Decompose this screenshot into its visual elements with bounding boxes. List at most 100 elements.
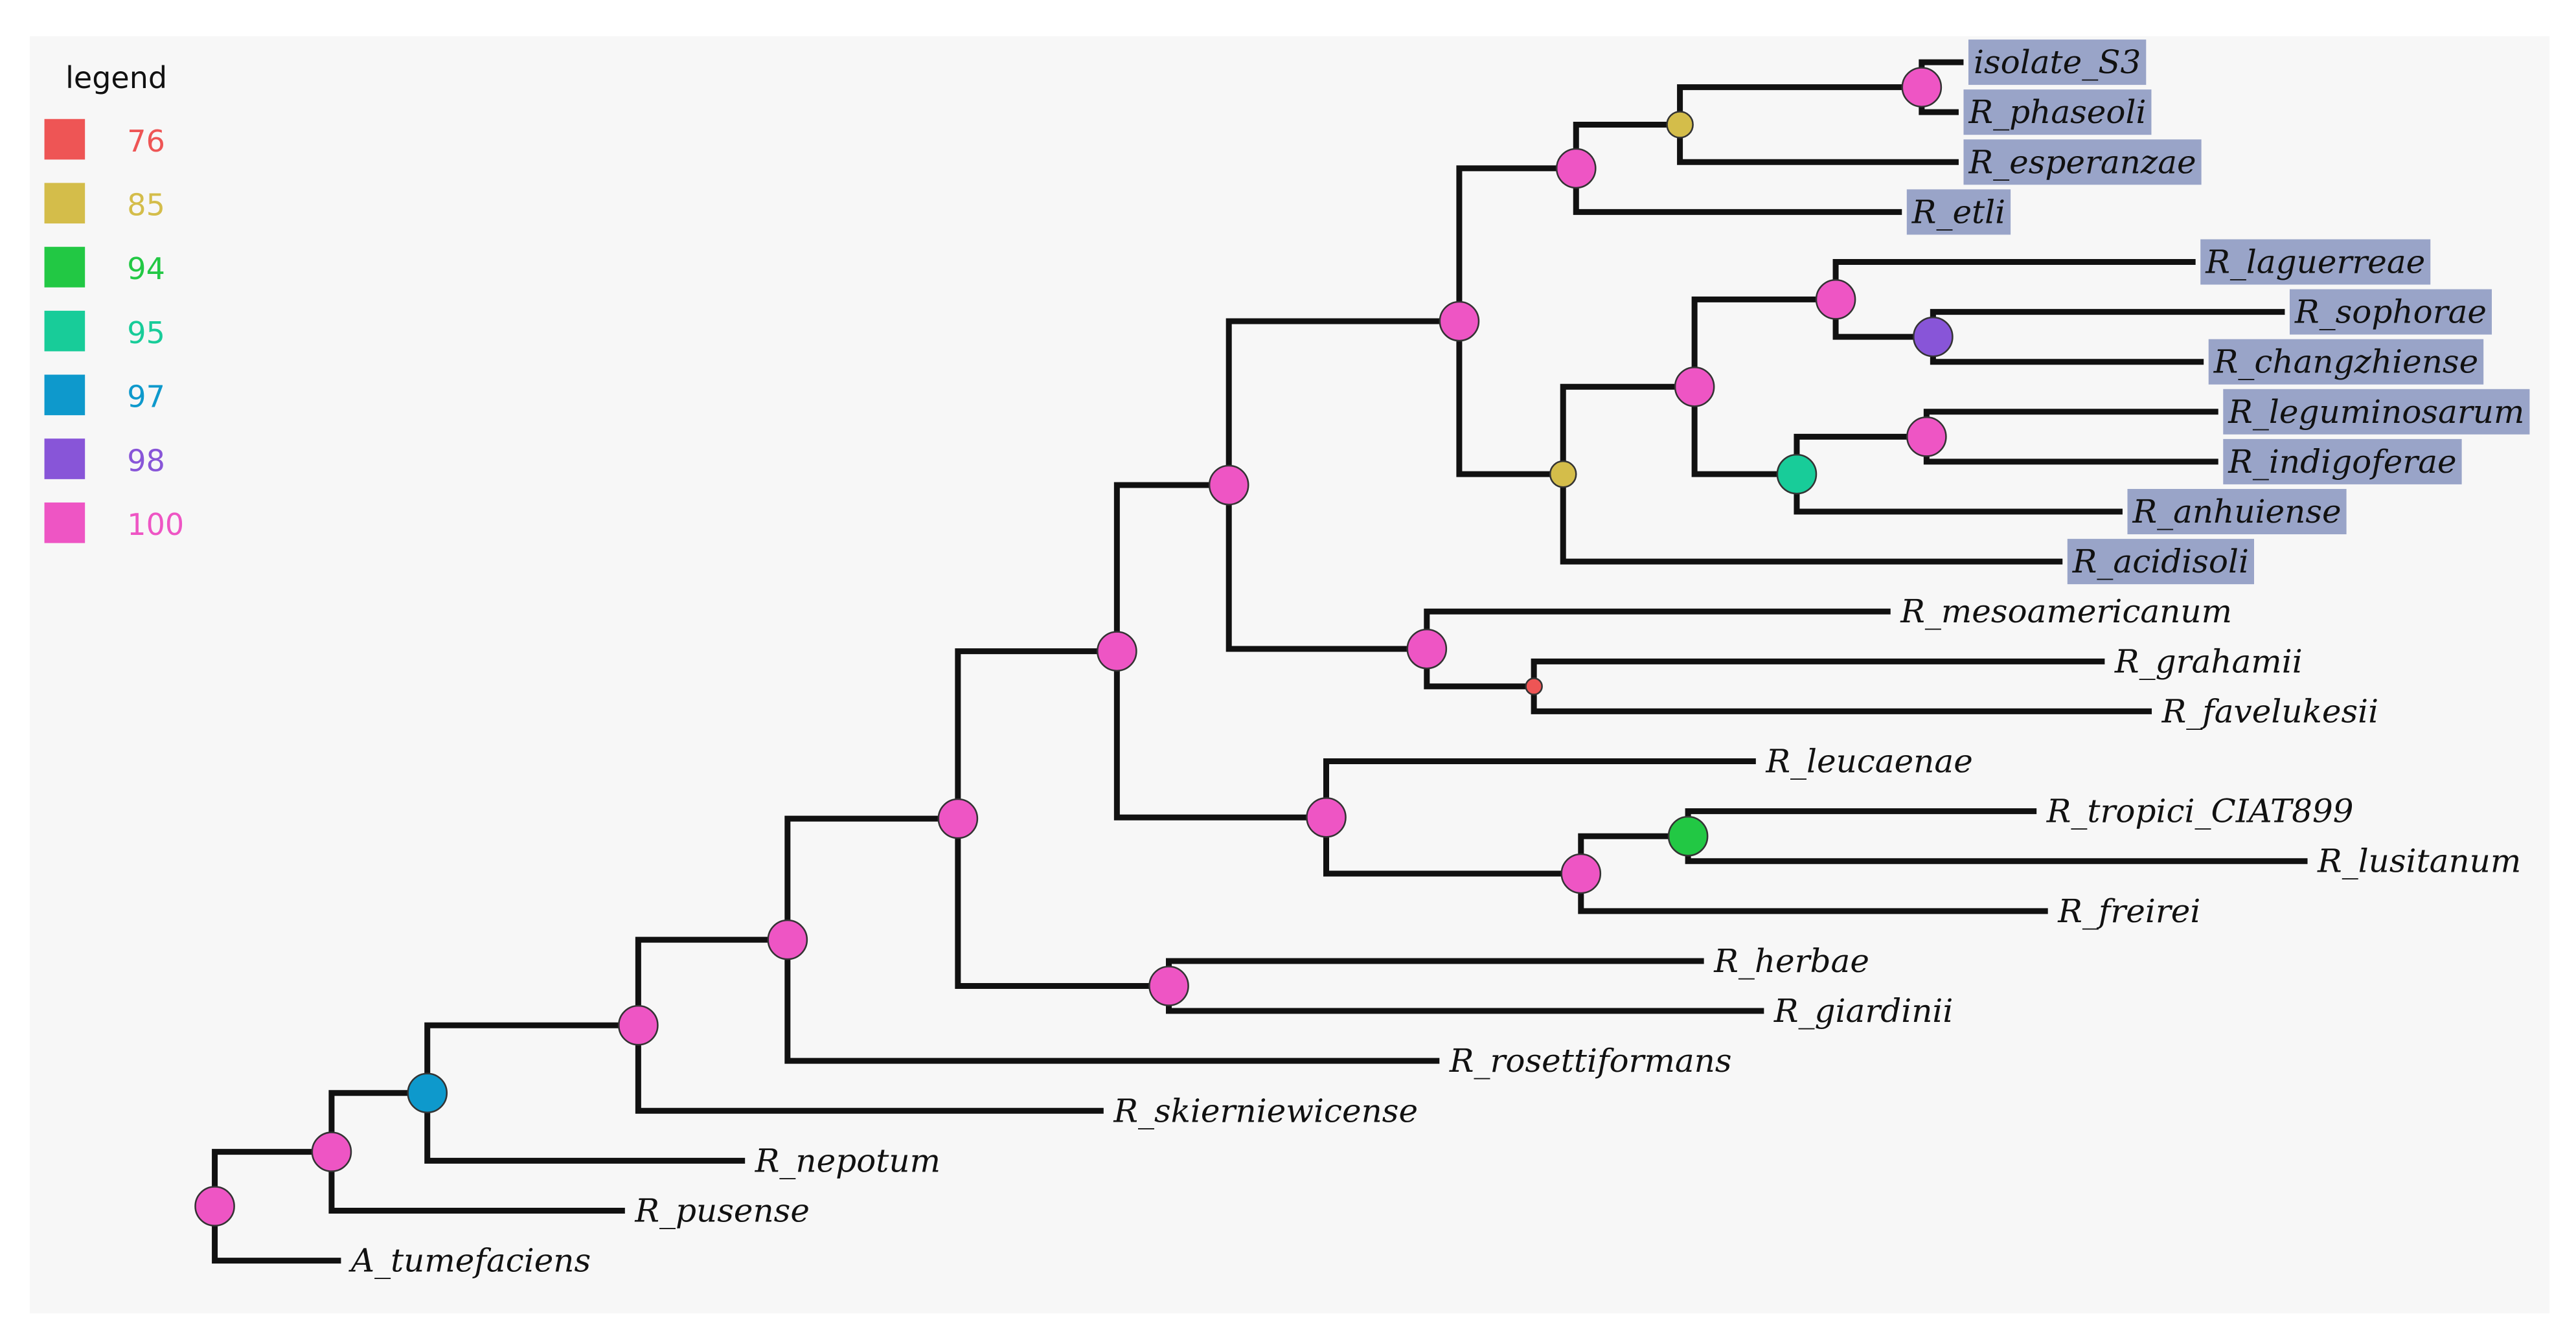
leaf-highlight: [2067, 539, 2254, 585]
tree-branch: [955, 648, 1120, 822]
leaf-label-group: R_etli: [1906, 189, 2011, 235]
support-node: [1555, 148, 1597, 189]
leaf-label-group: R_rosettiformans: [1449, 1042, 1732, 1080]
tree-branch: [1531, 658, 2105, 690]
leaf-label-group: R_leucaenae: [1765, 743, 1972, 780]
legend-swatch: [44, 183, 85, 224]
leaf-label: R_lusitanum: [2317, 843, 2521, 880]
leaf-highlight: [2200, 239, 2431, 285]
support-node: [618, 1004, 659, 1046]
leaf-label-group: R_acidisoli: [2067, 539, 2254, 585]
leaf-highlight: [2223, 438, 2462, 484]
support-node: [1667, 815, 1709, 857]
leaf-label: R_nepotum: [755, 1142, 940, 1179]
leaf-label-group: R_anhuiense: [2127, 489, 2347, 535]
tree-branch: [955, 815, 1172, 989]
leaf-highlight: [1968, 40, 2147, 85]
support-node: [1148, 966, 1189, 1006]
leaf-highlight: [2127, 489, 2347, 535]
leaf-highlight: [1906, 189, 2011, 235]
legend-swatch: [44, 374, 85, 416]
leaf-label: R_pusense: [634, 1192, 810, 1229]
tree-branch: [1832, 258, 2196, 302]
support-node: [1097, 631, 1137, 672]
support-node: [1549, 460, 1577, 488]
support-node: [1525, 677, 1543, 696]
support-node: [1913, 316, 1954, 357]
tree-branch: [1930, 334, 2204, 365]
tree-branch: [424, 1022, 641, 1096]
tree-branch: [1923, 433, 2218, 465]
leaf-label-group: R_indigoferae: [2223, 438, 2462, 484]
legend-label: 97: [127, 379, 165, 414]
leaf-label: R_leguminosarum: [2228, 393, 2524, 431]
tree-branch: [635, 1022, 1104, 1114]
leaf-highlight: [2223, 389, 2530, 435]
support-node: [1406, 628, 1448, 670]
leaf-label-group: A_tumefaciens: [348, 1242, 591, 1280]
legend-swatch: [44, 119, 85, 160]
tree-branch: [1685, 833, 2308, 865]
leaf-labels: isolate_S3R_phaseoliR_esperanzaeR_etliR_…: [348, 40, 2530, 1280]
tree-branch: [784, 815, 961, 943]
leaf-label: A_tumefaciens: [348, 1242, 591, 1280]
tree-edges: [196, 59, 2308, 1264]
leaf-label: R_esperanzae: [1968, 143, 2196, 181]
support-node: [1306, 797, 1347, 838]
tree-branch: [1323, 814, 1584, 877]
leaf-highlight: [2289, 289, 2492, 335]
legend-label: 100: [127, 507, 184, 542]
tree-branch: [1166, 983, 1764, 1014]
leaf-label: R_rosettiformans: [1449, 1042, 1732, 1080]
leaf-label: R_indigoferae: [2228, 443, 2456, 481]
tree-branch: [1677, 121, 1959, 165]
legend-label: 76: [127, 124, 165, 159]
tree-branch: [1923, 409, 2218, 440]
tree-branch: [1113, 482, 1232, 655]
leaf-label-group: R_laguerreae: [2200, 239, 2431, 285]
leaf-label: R_tropici_CIAT899: [2046, 793, 2354, 830]
tree-branch: [1691, 296, 1839, 390]
leaf-label: R_giardinii: [1773, 992, 1954, 1030]
leaf-label-group: R_skierniewicense: [1113, 1092, 1418, 1129]
leaf-label: R_grahamii: [2114, 642, 2303, 680]
legend-title: legend: [65, 60, 167, 95]
tree-branch: [1578, 870, 2048, 914]
leaf-label: R_favelukesii: [2161, 692, 2379, 730]
leaf-label-group: R_changzhiense: [2208, 339, 2484, 385]
tree-branch: [784, 936, 1440, 1064]
leaf-label-group: R_sophorae: [2289, 289, 2492, 335]
leaf-label-group: R_mesoamericanum: [1900, 593, 2232, 630]
leaf-label-group: R_giardinii: [1773, 992, 1954, 1030]
support-node: [1906, 416, 1947, 457]
legend-label: 95: [127, 315, 165, 350]
support-node: [767, 919, 808, 960]
tree-branch: [1113, 648, 1329, 821]
support-node: [1666, 111, 1694, 139]
leaf-label: R_laguerreae: [2205, 243, 2425, 280]
support-node: [1776, 453, 1818, 495]
support-node: [1674, 366, 1715, 407]
support-node: [1901, 67, 1943, 108]
tree-branch: [1456, 318, 1566, 477]
tree-branch: [1560, 383, 1698, 477]
support-node: [937, 798, 979, 839]
tree-branch: [1166, 958, 1704, 989]
leaf-label-group: R_nepotum: [755, 1142, 940, 1179]
tree-branch: [1225, 482, 1430, 652]
leaf-label: R_sophorae: [2294, 293, 2487, 331]
leaf-label: R_acidisoli: [2072, 543, 2249, 580]
leaf-label-group: R_grahamii: [2114, 642, 2303, 680]
leaf-label: R_changzhiense: [2213, 343, 2478, 381]
leaf-label: R_phaseoli: [1968, 93, 2146, 131]
tree-branch: [1677, 84, 1925, 128]
leaf-label: R_etli: [1911, 193, 2005, 231]
leaf-highlight: [1963, 89, 2152, 135]
tree-branch: [1456, 165, 1579, 324]
support-nodes: [194, 67, 1954, 1227]
leaf-label-group: R_favelukesii: [2161, 692, 2379, 730]
tree-branch: [1424, 608, 1891, 652]
